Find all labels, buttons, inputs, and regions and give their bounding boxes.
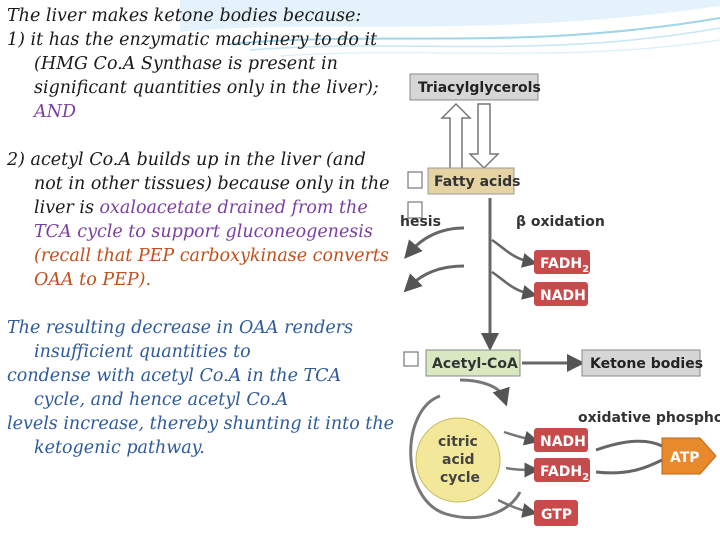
to-fadh2-arrow [491,238,538,268]
ketone-bodies-box [581,349,701,377]
fadh2-bottom-label: FADH2 [540,464,589,483]
nadh-top-box [534,282,588,306]
header-wave-decoration [180,0,720,57]
citric-cycle-ring [409,394,522,519]
nadh-bottom-label: NADH [540,434,586,450]
paragraph-conclusion-a: The resulting decrease in OAA renders in… [7,316,397,364]
nadh-top-label: NADH [540,288,586,304]
acetyl-coa-label: Acetyl-CoA [432,356,518,372]
cycle-to-gtp-arrow [497,498,538,518]
triacylglycerols-box [409,73,539,101]
conclusion-line-3: levels increase, thereby shunting it int… [7,414,394,458]
citric-label-1: citric [438,434,478,450]
beta-oxidation-label: β oxidation [516,214,605,230]
cycle-to-fadh2-arrow [505,462,540,478]
fadh2-top-label: FADH2 [540,256,589,275]
and-text: AND [34,102,76,122]
atp-label: ATP [670,450,700,466]
gtp-box [534,500,578,526]
paragraph-intro: The liver makes ketone bodies because: [7,4,397,28]
citric-label-3: cycle [440,470,480,486]
acetyl-to-cycle-arrow [459,378,510,407]
left-partial-box-3 [403,351,419,367]
ketogenesis-diagram: Triacylglycerols Fatty acids hesis β oxi… [400,73,720,526]
oxidative-phosphorylation-label: oxidative phosphor [578,410,720,426]
citric-acid-cycle-circle [415,417,501,503]
triacylglycerols-label: Triacylglycerols [418,80,541,96]
fatty-acids-label: Fatty acids [434,174,520,190]
paragraph-reason-1: 1) it has the enzymatic machinery to do … [7,28,397,124]
synthesis-arrow-2 [403,264,465,293]
acetyl-coa-box [425,349,521,377]
conclusion-line-1: The resulting decrease in OAA renders in… [7,318,354,362]
explanation-text: The liver makes ketone bodies because: 1… [7,4,397,460]
fatty-acids-box [427,167,515,195]
paragraph-reason-2: 2) acetyl Co.A builds up in the liver (a… [7,148,397,292]
gtp-label: GTP [541,507,572,523]
reason-1-text: 1) it has the enzymatic machinery to do … [7,30,379,98]
to-atp-arrow-2 [595,458,663,475]
citric-label-2: acid [442,452,475,468]
cycle-to-nadh-arrow [503,430,540,446]
intro-line: The liver makes ketone bodies because: [7,6,362,26]
arrow-up-block [440,102,472,171]
to-nadh-arrow [491,270,538,300]
synthesis-partial-label: hesis [400,214,441,230]
left-partial-box-1 [407,171,423,189]
atp-badge [661,437,717,475]
ketone-bodies-label: Ketone bodies [590,356,703,372]
oaa-drain-text: oxaloacetate drained from the TCA cycle … [34,198,373,242]
nadh-bottom-box [534,428,588,452]
paragraph-conclusion-b: condense with acetyl Co.A in the TCA cyc… [7,364,397,412]
fadh2-bottom-box [534,458,590,482]
reason-2-text: 2) acetyl Co.A builds up in the liver (a… [7,150,390,218]
paragraph-conclusion-c: levels increase, thereby shunting it int… [7,412,397,460]
left-partial-box-2 [407,201,423,219]
fadh2-top-box [534,250,590,274]
synthesis-arrow-1 [404,226,465,259]
conclusion-line-2: condense with acetyl Co.A in the TCA cyc… [7,366,342,410]
recall-text: (recall that PEP carboxykinase converts … [34,246,389,290]
arrow-down-block [468,103,500,170]
to-atp-arrow [595,439,663,452]
